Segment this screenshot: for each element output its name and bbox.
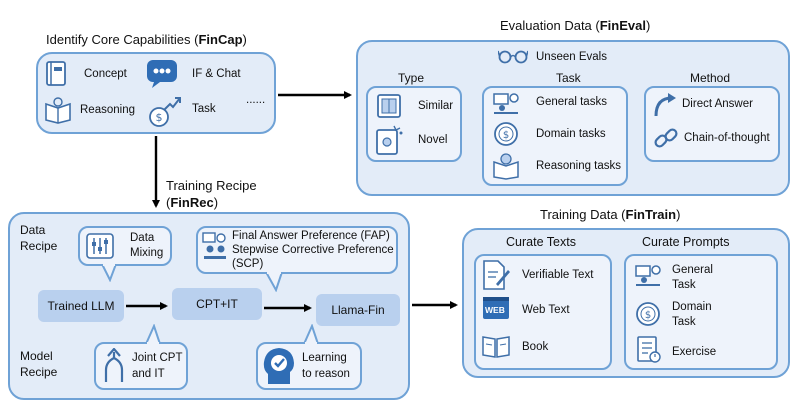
fineval-method-header: Method (690, 71, 731, 85)
data-mixing-callout-tail (101, 264, 117, 282)
trained-llm-chip: Trained LLM (38, 290, 124, 322)
fincap-task: Task (192, 103, 216, 115)
fineval-method-direct: Direct Answer (682, 98, 753, 110)
svg-text:$: $ (156, 111, 163, 124)
fincap-concept: Concept (84, 68, 127, 80)
prompt-exercise: Exercise (672, 346, 717, 358)
data-mixing-line2: Mixing (130, 247, 164, 259)
joint-callout (94, 342, 188, 390)
similar-icon (376, 93, 402, 124)
learning-line1: Learning (302, 352, 347, 364)
fintrain-title: Training Data (FinTrain) (540, 207, 681, 222)
prompt-general-line2: Task (672, 279, 696, 291)
pref-fap: Final Answer Preference (FAP) (232, 230, 390, 242)
fineval-task-general: General tasks (536, 96, 607, 108)
preference-people-icon (202, 232, 228, 267)
preference-callout-tail (265, 272, 283, 292)
fineval-task-domain: Domain tasks (536, 128, 606, 140)
reasoning-book-icon (44, 96, 72, 129)
concept-book-icon (44, 60, 70, 93)
curate-prompts-header: Curate Prompts (642, 235, 730, 249)
curate-texts-verifiable: Verifiable Text (522, 269, 594, 281)
learning-line2: to reason (302, 368, 350, 380)
chat-bubble-icon (146, 59, 178, 94)
exercise-sheet-icon (636, 336, 662, 369)
cpt-it-chip: CPT+IT (172, 288, 262, 320)
web-icon (482, 296, 510, 325)
novel-book-icon (374, 124, 404, 161)
reasoning-task-icon (492, 152, 520, 185)
joint-line1: Joint CPT (132, 352, 183, 364)
merge-arrow-icon (102, 347, 126, 389)
data-recipe-label-line1: Data (20, 223, 46, 237)
fineval-type-similar: Similar (418, 100, 454, 112)
llama-fin-chip: Llama-Fin (316, 294, 400, 326)
verifiable-text-icon (482, 260, 510, 295)
prompt-domain-line2: Task (672, 316, 696, 328)
fineval-method-cot: Chain-of-thought (684, 132, 770, 144)
fincap-reasoning: Reasoning (80, 104, 135, 116)
fincap-title: Identify Core Capabilities (FinCap) (46, 32, 247, 47)
fineval-type-novel: Novel (418, 134, 448, 146)
data-recipe-label-line2: Recipe (20, 239, 58, 253)
finrec-title: Training Recipe (FinRec) (166, 178, 257, 210)
direct-answer-arrow-icon (652, 92, 680, 123)
curate-texts-header: Curate Texts (506, 235, 576, 249)
brain-check-icon (262, 346, 296, 391)
web-badge: WEB (485, 305, 505, 315)
fineval-title: Evaluation Data (FinEval) (500, 18, 651, 33)
svg-text:$: $ (503, 130, 509, 141)
preference-callout (196, 226, 398, 274)
domain-task-coin-icon: $ (492, 120, 520, 153)
general-task-prompt-icon (634, 262, 662, 293)
svg-text:$: $ (645, 310, 651, 321)
prompt-general-line1: General (672, 264, 713, 276)
curate-texts-web: Web Text (522, 304, 570, 316)
model-recipe-label-line1: Model (20, 349, 53, 363)
fincap-ellipsis: ...... (246, 94, 266, 106)
glasses-icon (497, 48, 529, 69)
model-recipe-label-line2: Recipe (20, 365, 58, 379)
mixer-icon (86, 233, 114, 264)
curate-texts-book: Book (522, 341, 549, 353)
joint-line2: and IT (132, 368, 165, 380)
prompt-domain-line1: Domain (672, 301, 712, 313)
fineval-unseen: Unseen Evals (536, 51, 607, 63)
general-task-icon (492, 90, 520, 121)
pref-scp-line1: Stepwise Corrective Preference (232, 244, 394, 256)
chain-link-icon (652, 124, 680, 157)
learning-callout-tail (303, 324, 319, 344)
fincap-if-chat: IF & Chat (192, 68, 241, 80)
fineval-task-reasoning: Reasoning tasks (536, 160, 622, 172)
fineval-task-header: Task (556, 71, 581, 85)
task-growth-coin-icon: $ (148, 94, 182, 133)
domain-task-prompt-icon: $ (634, 300, 662, 333)
fineval-type-header: Type (398, 71, 425, 85)
data-mixing-line1: Data (130, 232, 155, 244)
joint-callout-tail (145, 324, 161, 344)
pref-scp-line2: (SCP) (232, 258, 264, 270)
book-icon (482, 334, 510, 363)
